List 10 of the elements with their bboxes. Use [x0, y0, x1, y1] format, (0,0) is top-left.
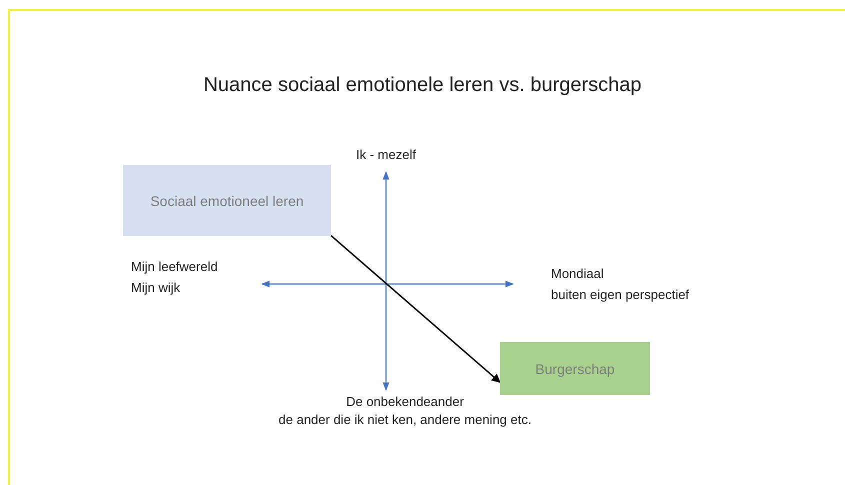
axis-label: De onbekendeander — [346, 394, 464, 409]
axis-label: Mijn leefwereld — [131, 259, 218, 274]
axis-label: Mondiaal — [551, 266, 604, 281]
axis-label: buiten eigen perspectief — [551, 287, 690, 302]
axis-label: Ik - mezelf — [356, 147, 416, 162]
axis-label: de ander die ik niet ken, andere mening etc. — [278, 412, 532, 427]
axis-label: Mijn wijk — [131, 280, 180, 295]
concept-box: Sociaal emotioneel leren — [123, 165, 331, 236]
title: Nuance sociaal emotionele leren vs. burgerschap — [202, 74, 643, 97]
concept-box: Burgerschap — [500, 342, 650, 395]
